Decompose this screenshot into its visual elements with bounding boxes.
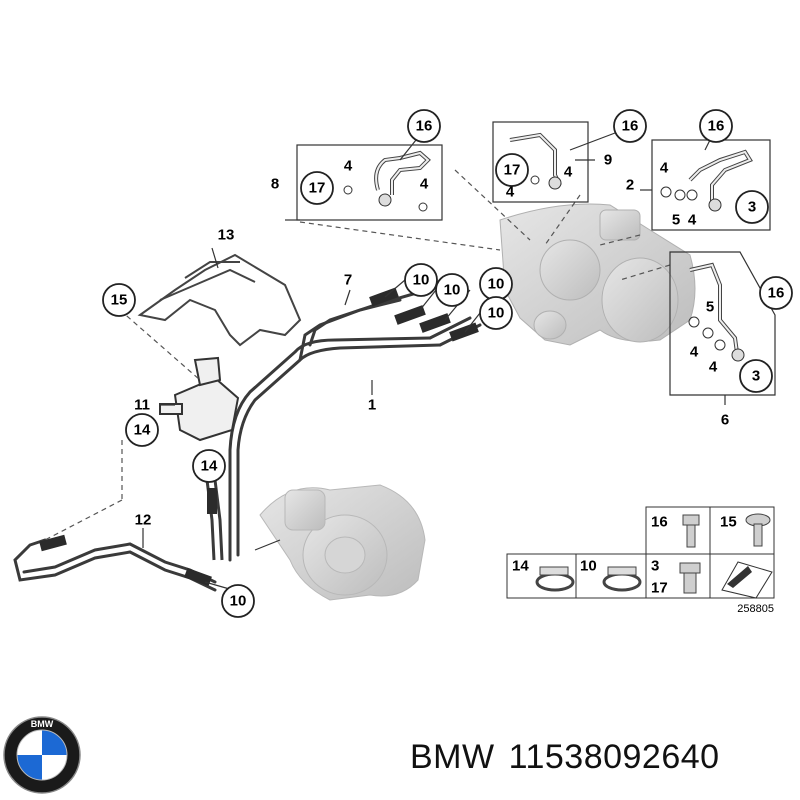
label-12: 12 [135,512,152,529]
detail-box-9 [492,121,616,203]
legend-17: 17 [651,580,668,597]
callout-circles [102,109,793,618]
label-4-box8-a: 4 [344,158,353,175]
logo-letters: BMW [31,719,54,729]
label-4-box2-a: 4 [660,160,669,177]
callout-10-a: 10 [413,272,430,289]
callout-14-a: 14 [134,422,151,439]
label-4-box8-b: 4 [420,176,429,193]
label-5-box2: 5 [672,212,680,229]
bmw-logo: BMW [3,716,81,794]
callout-10-b: 10 [444,282,461,299]
legend-16: 16 [651,514,668,531]
leader-lines-dashed [44,169,671,541]
label-4-box9-b: 4 [564,164,573,181]
clamp-10-icon [602,566,642,592]
coolant-pipes-1 [228,290,482,562]
label-5-box6: 5 [706,299,714,316]
callout-16-box8: 16 [416,118,433,135]
label-13: 13 [218,227,235,244]
callout-3-a: 3 [748,199,756,216]
clamp-14-icon [535,566,575,592]
label-4-box6-b: 4 [709,359,718,376]
legend-grid: 16 15 14 10 3 17 258805 [506,506,775,615]
label-4-box6-a: 4 [690,344,699,361]
label-7: 7 [344,272,352,289]
part-11-illustration [159,356,240,442]
bolt-16-icon [682,514,700,548]
turbocharger-illustration [499,203,696,346]
diagram-number: 258805 [737,603,774,615]
arrow-icon [721,561,773,599]
water-pump-illustration [259,484,426,601]
label-6: 6 [721,412,729,429]
callout-10-d: 10 [488,305,505,322]
callout-10-e: 10 [230,593,247,610]
callout-3-b: 3 [752,368,760,385]
callout-15: 15 [111,292,128,309]
label-1: 1 [368,397,376,414]
hose-couplings [39,287,479,587]
legend-3: 3 [651,558,659,575]
callout-17-box8: 17 [309,180,326,197]
part-caption: BMW 11538092640 [410,738,734,777]
label-11: 11 [134,397,150,414]
banjo-bolt-icon [679,562,701,594]
legend-14: 14 [512,558,529,575]
detail-box-8 [296,139,443,221]
legend-10: 10 [580,558,597,575]
callout-14-b: 14 [201,458,218,475]
label-2: 2 [626,177,634,194]
legend-15: 15 [720,514,737,531]
leader-lines [142,159,726,591]
part-number: 11538092640 [508,738,720,776]
label-8: 8 [271,176,279,193]
label-4-box2-b: 4 [688,212,697,229]
bolt-15-icon [745,513,771,547]
detail-box-6 [669,251,776,396]
callout-16-box2: 16 [708,118,725,135]
callout-17-box9: 17 [504,162,521,179]
callout-16-box9: 16 [622,118,639,135]
callout-16-box6: 16 [768,285,785,302]
bracket-13-illustration [137,253,302,347]
callout-10-c: 10 [488,276,505,293]
label-9: 9 [604,152,612,169]
label-4-box9-a: 4 [506,184,515,201]
brand-name: BMW [410,738,495,776]
